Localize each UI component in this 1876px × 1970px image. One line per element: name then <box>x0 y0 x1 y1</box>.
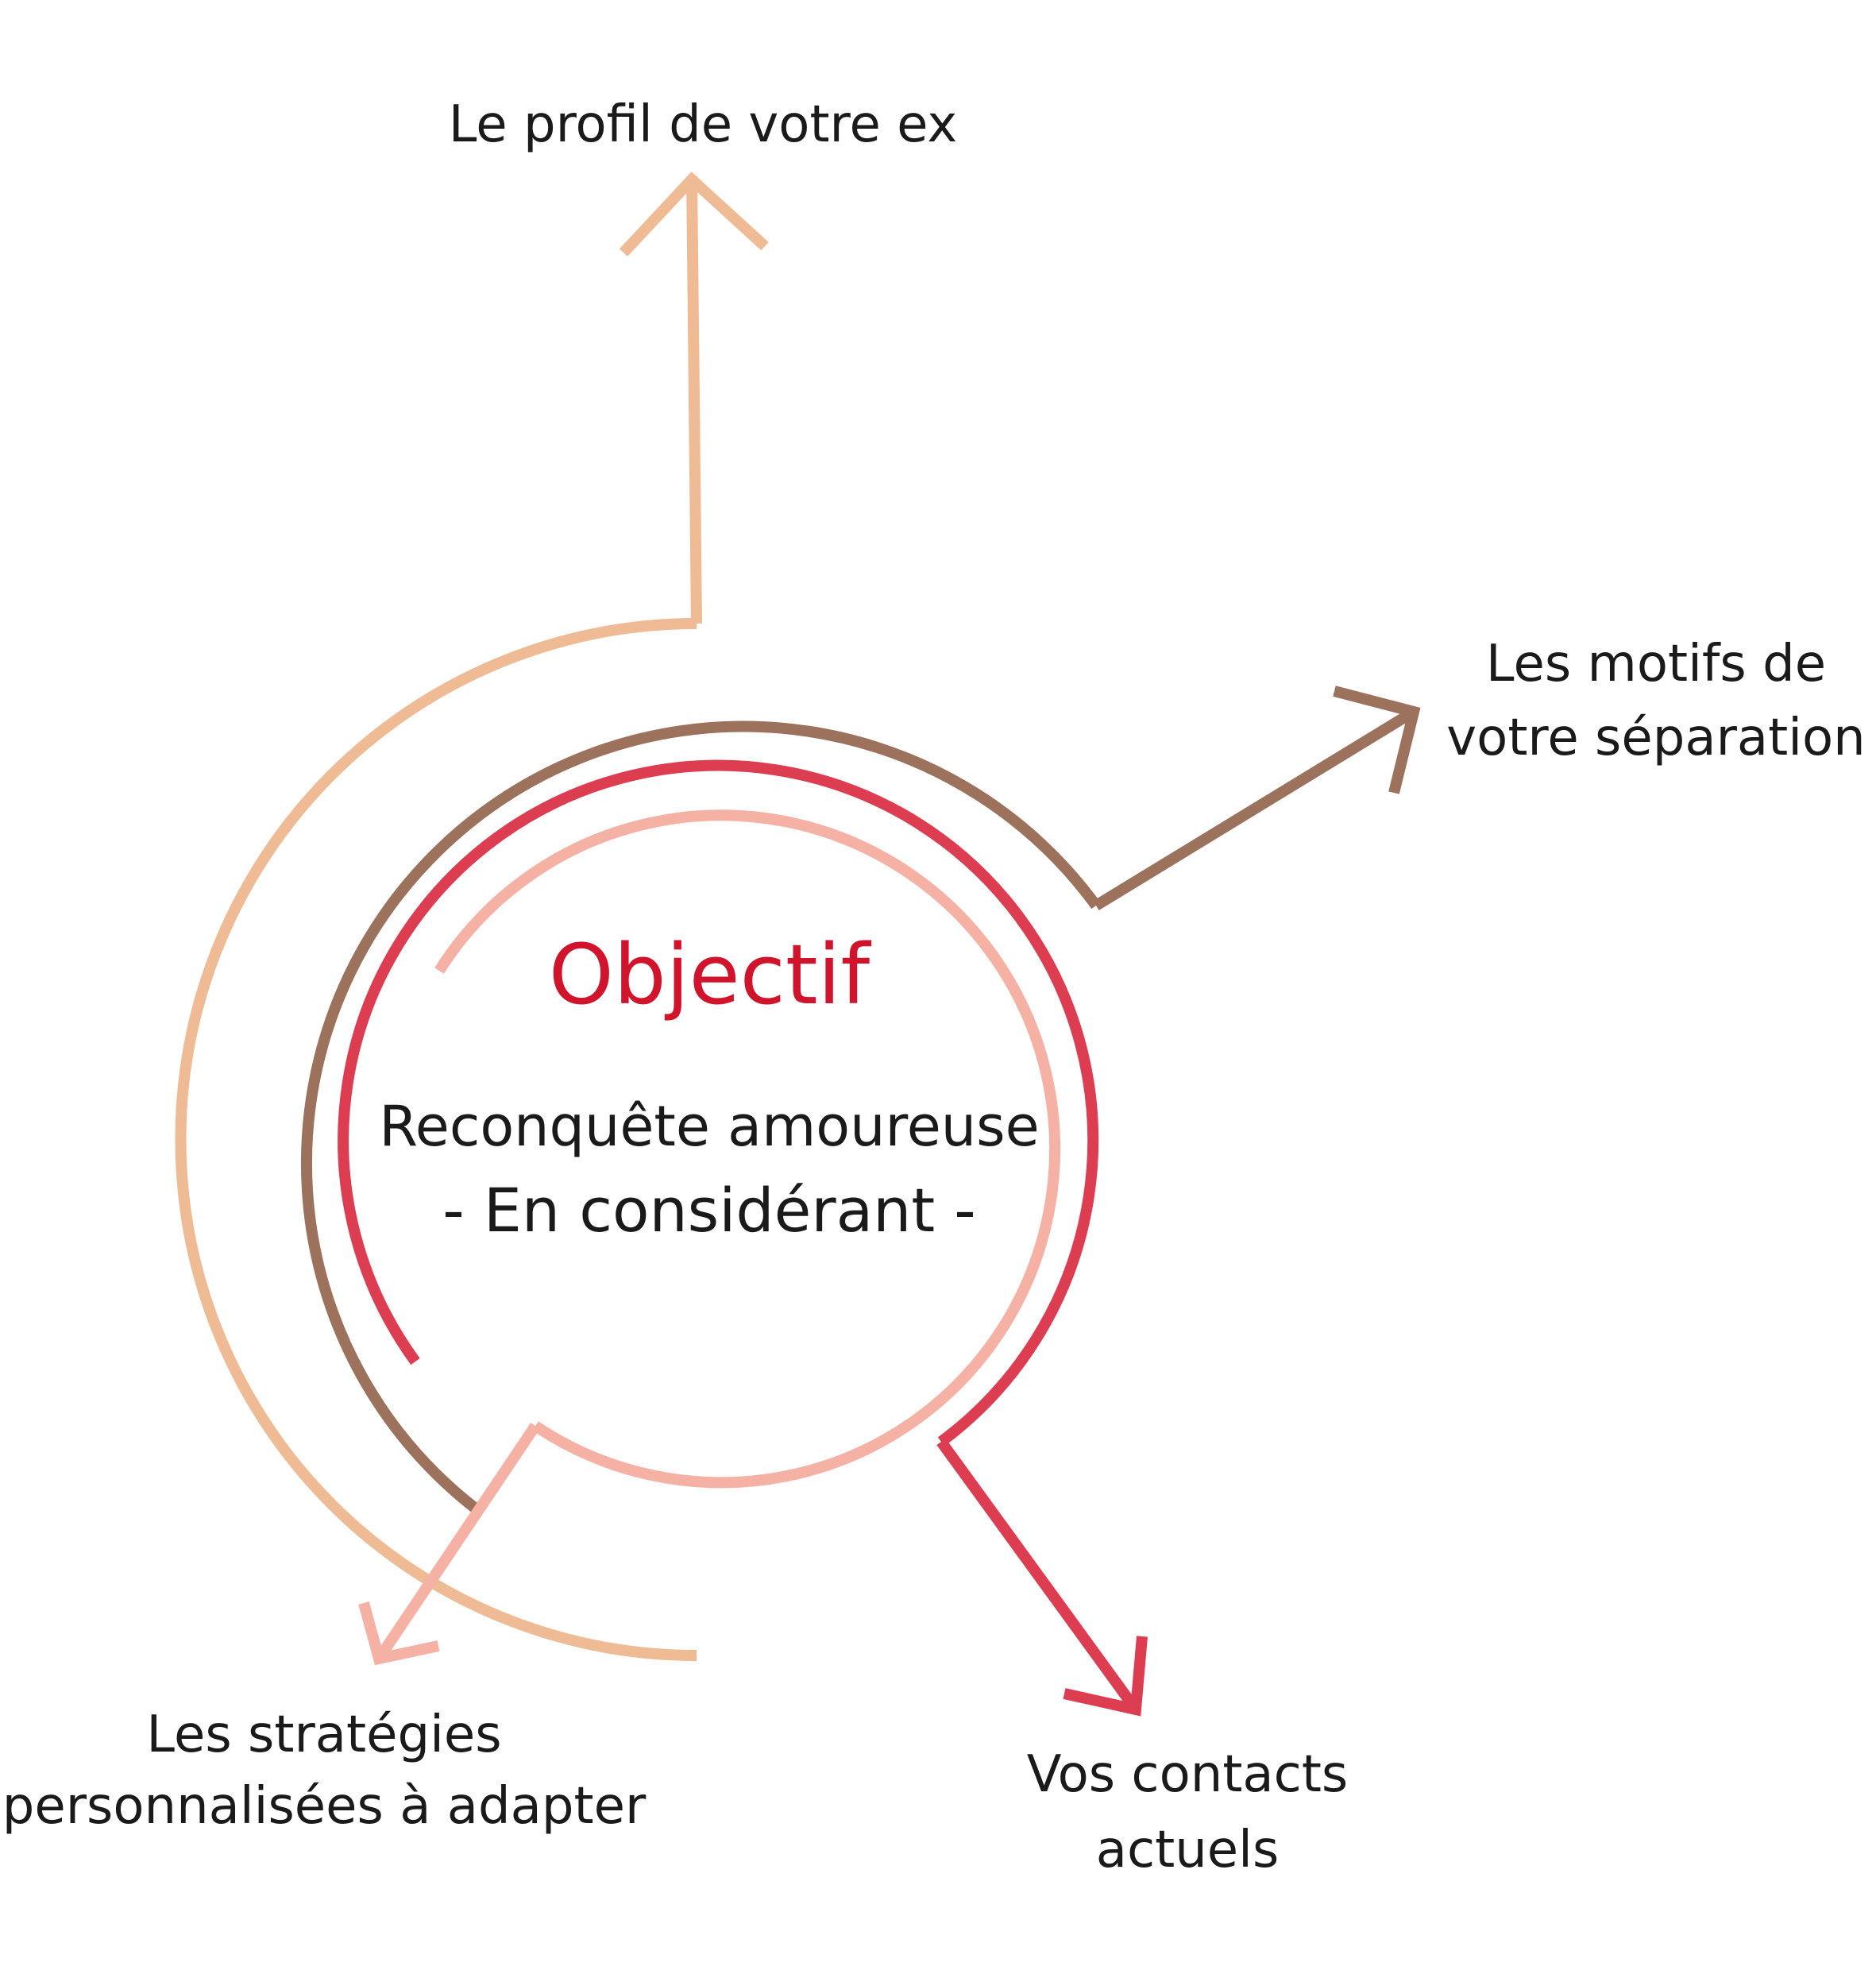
center-subtitle-2: - En considérant - <box>442 1175 975 1246</box>
arrow-motifs-shaft <box>1093 707 1417 910</box>
arrow-strategies-shaft <box>374 1423 540 1662</box>
center-title: Objectif <box>549 926 872 1023</box>
arrow-strategies-head <box>358 1601 440 1666</box>
label-contacts-line2: actuels <box>1096 1821 1280 1879</box>
arrow-contacts-shaft <box>936 1438 1141 1713</box>
label-contacts-line1: Vos contacts <box>1027 1745 1349 1804</box>
arrow-profile-head <box>619 172 769 257</box>
label-strategies-line2: personnalisées à adapter <box>2 1777 647 1836</box>
center-subtitle: Reconquête amoureuse <box>379 1094 1039 1159</box>
label-strategies-line1: Les stratégies <box>146 1705 501 1764</box>
arrow-strategies <box>358 809 1061 1666</box>
label-motifs-line2: votre séparation <box>1446 709 1865 767</box>
arrow-motifs-head <box>1333 686 1421 794</box>
label-profile: Le profil de votre ex <box>449 95 958 154</box>
arc-motifs <box>300 720 1101 1514</box>
arc-contacts <box>338 759 1099 1447</box>
arc-profile <box>175 618 697 1661</box>
arrow-profile-shaft <box>686 176 702 624</box>
arrow-profile <box>175 172 769 1661</box>
arc-strategies <box>434 809 1061 1489</box>
arrow-contacts-head <box>1063 1636 1148 1717</box>
label-motifs-line1: Les motifs de <box>1486 635 1826 693</box>
arrow-contacts <box>338 759 1148 1717</box>
arrow-motifs <box>300 686 1421 1514</box>
